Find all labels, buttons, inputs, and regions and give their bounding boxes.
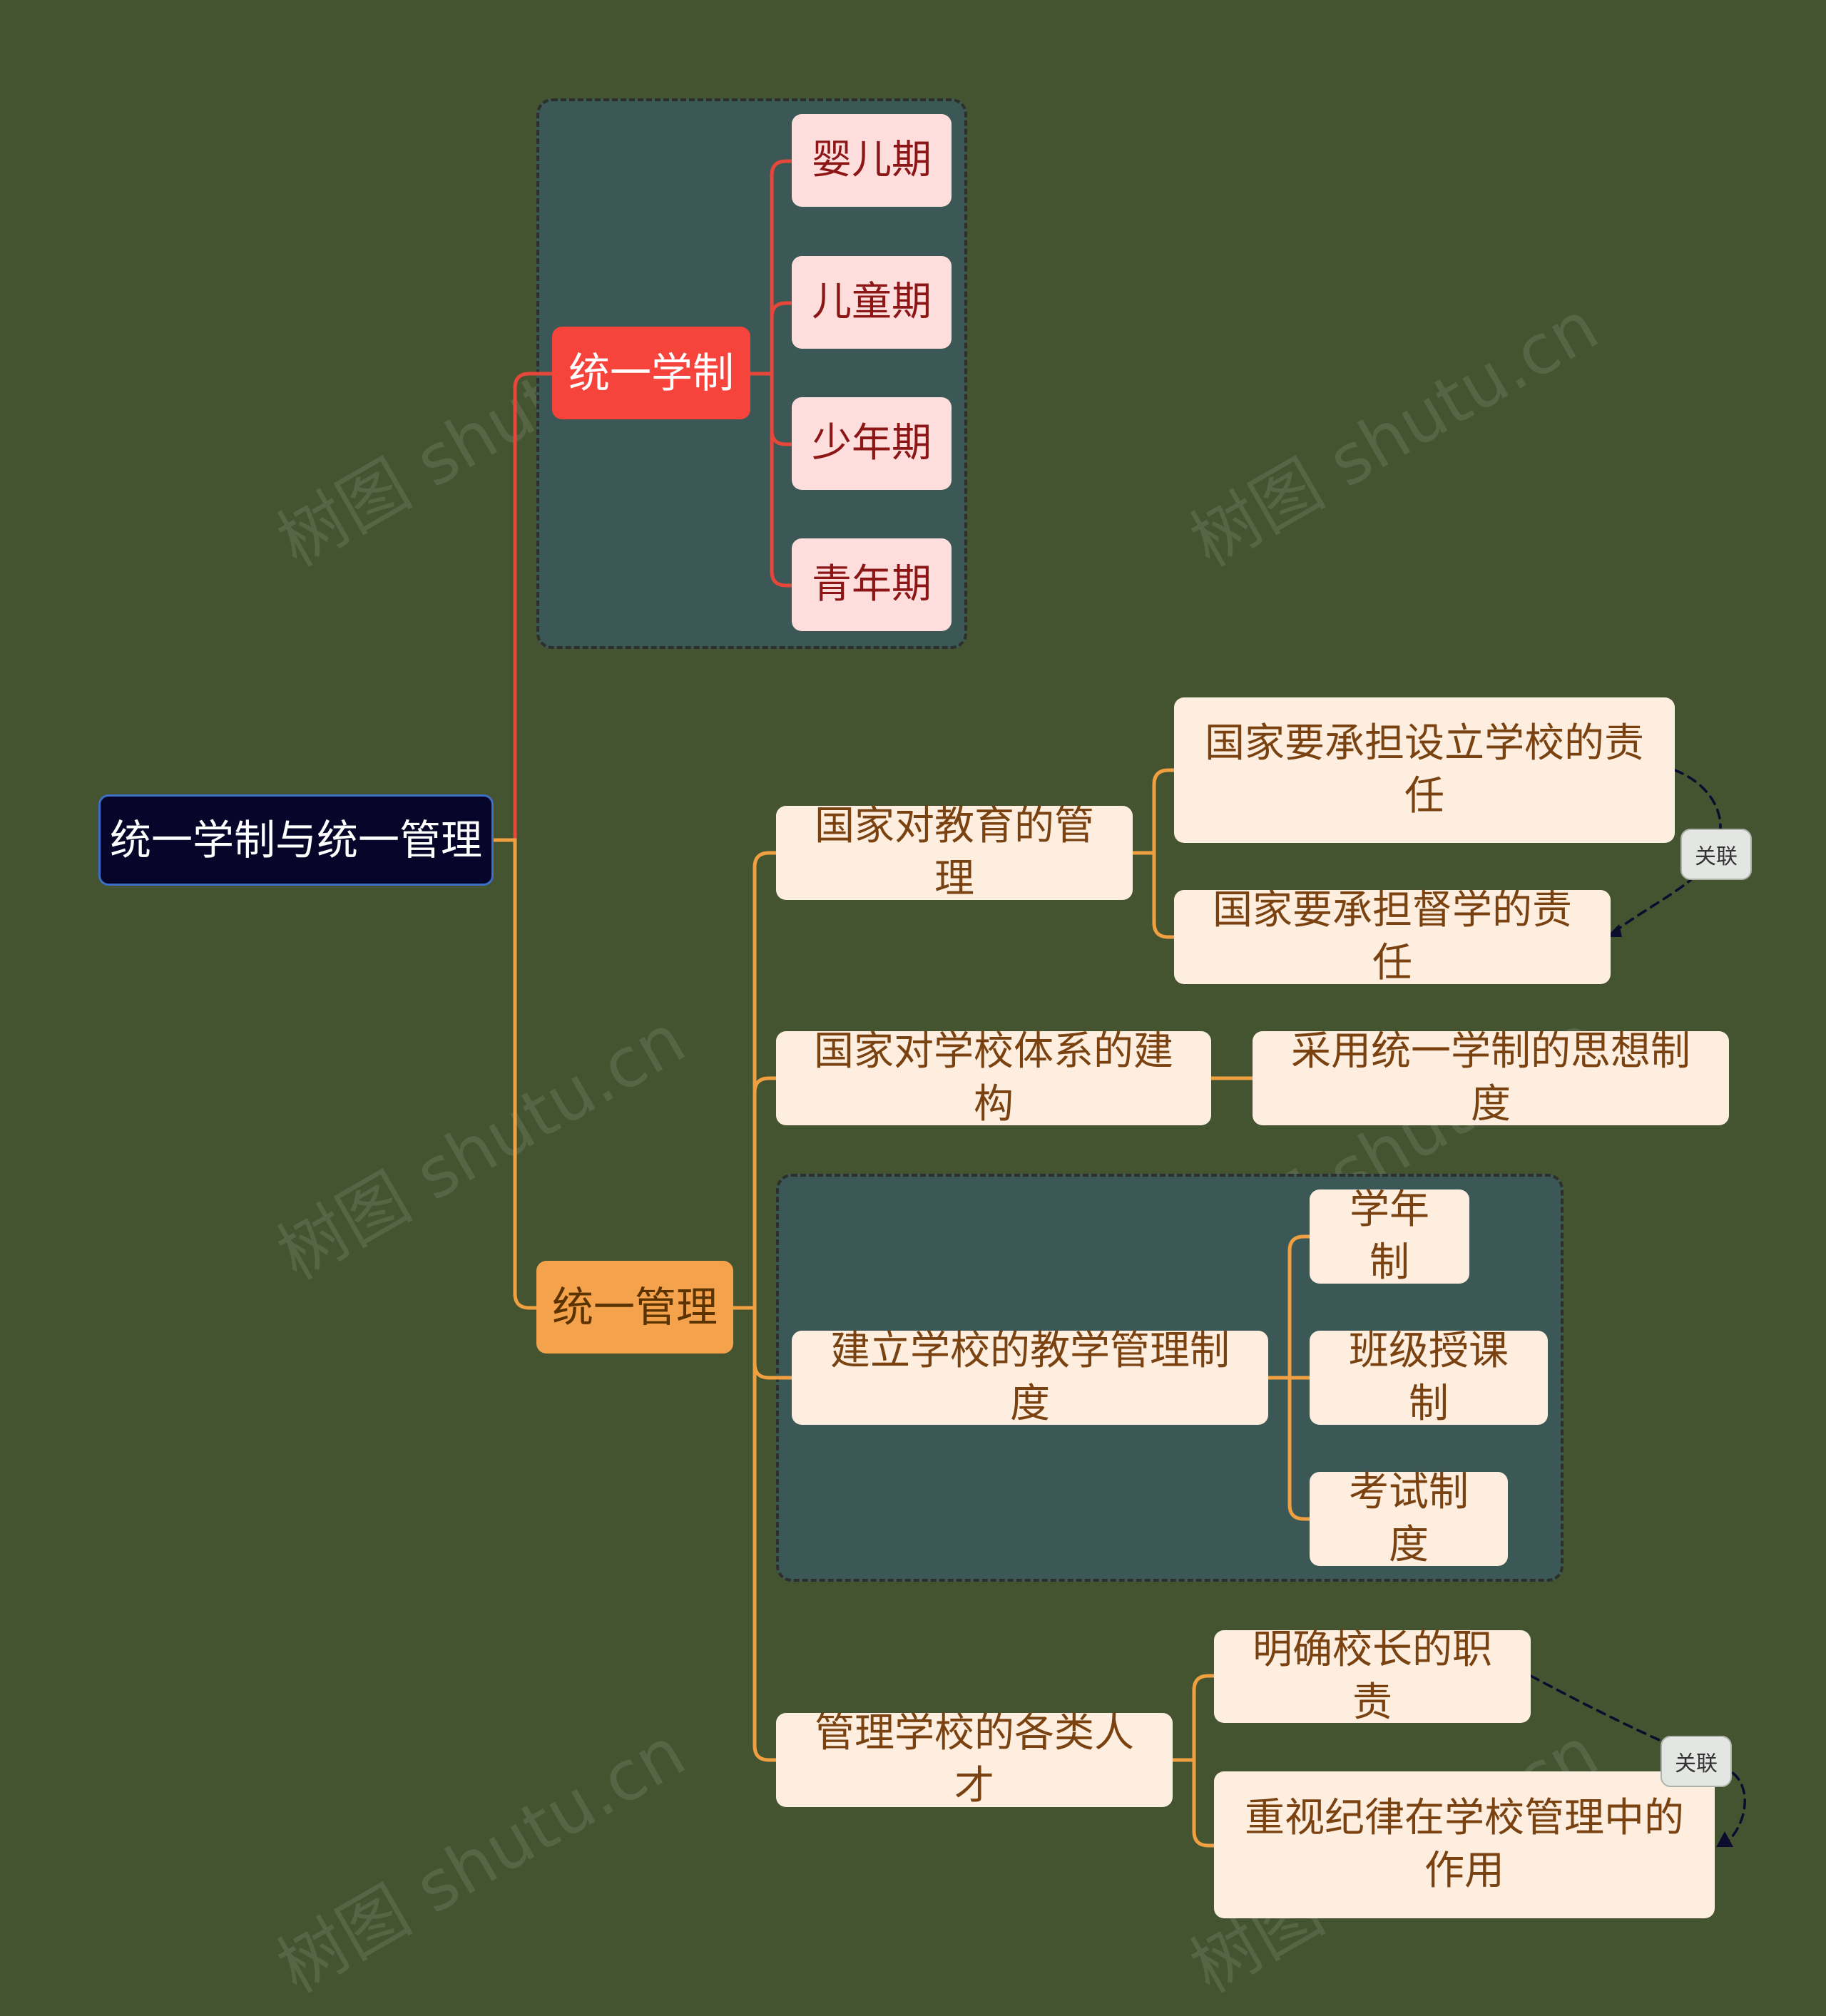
connector-edu-2	[1152, 851, 1176, 939]
connector-stage-2	[770, 301, 794, 319]
topic-teaching-management-system[interactable]: 建立学校的教学管理制度	[792, 1328, 1268, 1427]
topic-principal-duties[interactable]: 明确校长的职责	[1214, 1627, 1531, 1726]
stage-early-adolescence[interactable]: 少年期	[792, 397, 952, 490]
connector-talent-2	[1192, 1758, 1216, 1848]
root-topic[interactable]: 统一学制与统一管理	[98, 794, 494, 886]
topic-academic-year-system[interactable]: 学年制	[1310, 1187, 1469, 1286]
connector-edu-1	[1131, 768, 1176, 855]
stage-infancy[interactable]: 婴儿期	[792, 114, 952, 207]
connector-root-unified-management	[491, 838, 539, 1310]
topic-duty-establish-schools[interactable]: 国家要承担设立学校的责任	[1174, 697, 1675, 843]
topic-discipline-role[interactable]: 重视纪律在学校管理中的作用	[1214, 1771, 1715, 1918]
topic-school-system-construction[interactable]: 国家对学校体系的建构	[776, 1028, 1211, 1127]
topic-manage-school-talents[interactable]: 管理学校的各类人才	[776, 1710, 1173, 1809]
branch-unified-system[interactable]: 统一学制	[552, 327, 750, 419]
connector-mgmt-4	[753, 1306, 778, 1762]
connector-mgmt-1	[753, 851, 778, 1310]
connector-root-unified-system	[491, 372, 554, 842]
connector-stage-3	[770, 429, 794, 446]
topic-adopt-unified-system[interactable]: 采用统一学制的思想制度	[1253, 1028, 1729, 1127]
connector-stage-4	[770, 372, 794, 588]
connector-mgmt-3	[753, 1306, 794, 1380]
connector-mgmt-2	[753, 1076, 778, 1095]
relation-label[interactable]: 关联	[1680, 829, 1752, 880]
connector-talent-1	[1170, 1674, 1216, 1762]
stage-youth[interactable]: 青年期	[792, 538, 952, 631]
relation-arrowhead-2	[1716, 1831, 1733, 1847]
branch-unified-management[interactable]: 统一管理	[536, 1261, 733, 1354]
topic-examination-system[interactable]: 考试制度	[1310, 1469, 1508, 1568]
topic-state-education-management[interactable]: 国家对教育的管理	[776, 803, 1133, 902]
stage-childhood[interactable]: 儿童期	[792, 256, 952, 349]
topic-duty-supervision[interactable]: 国家要承担督学的责任	[1174, 887, 1611, 986]
connector-teach-3	[1287, 1376, 1312, 1521]
connector-stage-1	[770, 159, 794, 376]
topic-class-teaching-system[interactable]: 班级授课制	[1310, 1328, 1548, 1427]
connector-teach-1	[1266, 1234, 1312, 1380]
relation-label[interactable]: 关联	[1661, 1736, 1732, 1787]
